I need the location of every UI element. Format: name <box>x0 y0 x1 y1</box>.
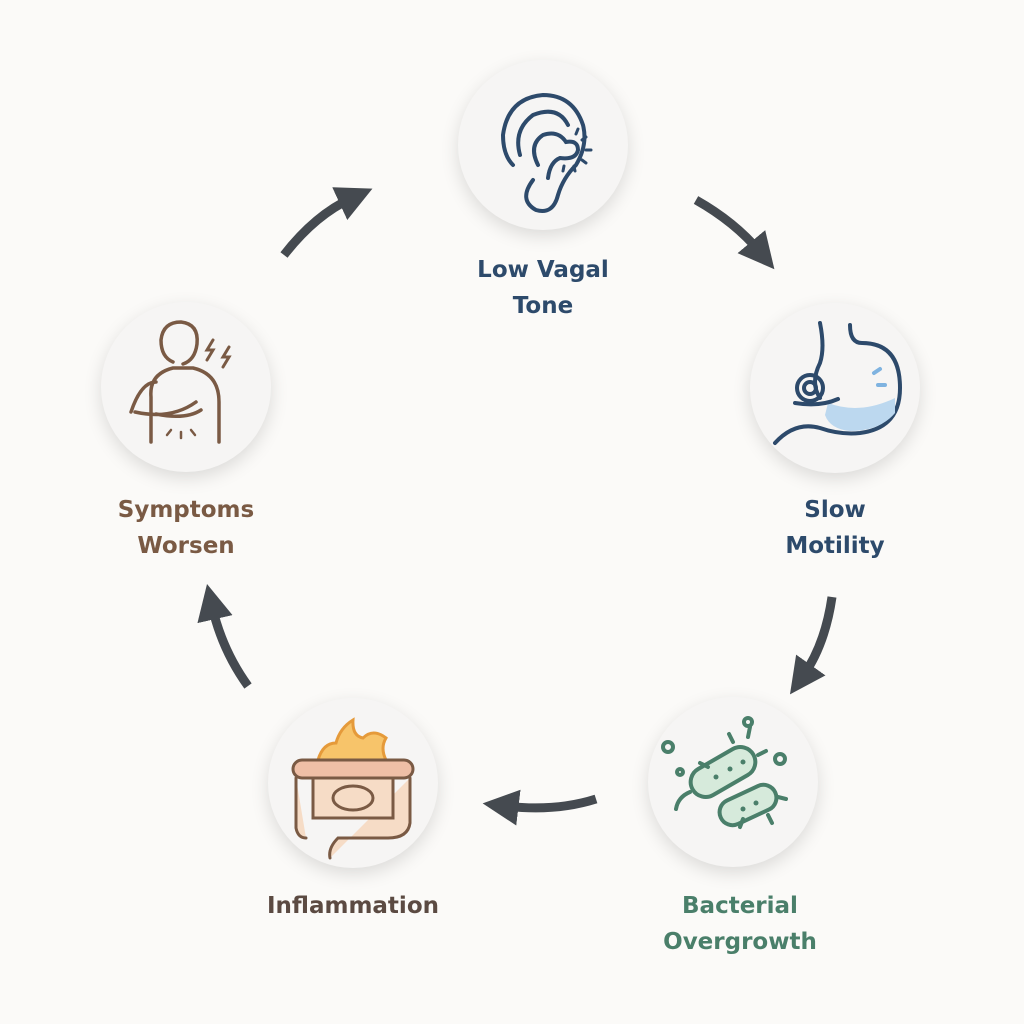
arrow-motility-to-bacteria <box>789 596 837 695</box>
label-line: Slow <box>804 497 866 523</box>
label-bacterial-overgrowth: Bacterial Overgrowth <box>610 888 870 960</box>
label-slow-motility: Slow Motility <box>705 492 965 564</box>
arrow-bacteria-to-inflammation <box>482 789 598 826</box>
label-line: Worsen <box>137 533 235 559</box>
arrow-inflammation-to-symptoms <box>197 584 252 689</box>
person-pain-icon <box>129 320 232 444</box>
label-line: Inflammation <box>266 893 439 919</box>
label-line: Symptoms <box>117 497 255 523</box>
node-symptoms-worsen <box>101 302 271 472</box>
label-line: Tone <box>512 293 574 319</box>
bacteria-icon <box>661 716 788 829</box>
label-line: Overgrowth <box>663 929 817 955</box>
node-low-vagal-tone <box>458 60 628 230</box>
label-symptoms-worsen: Symptoms Worsen <box>56 492 316 564</box>
ear-icon <box>500 92 593 213</box>
inflamed-intestine-icon <box>291 717 415 860</box>
label-line: Low Vagal <box>477 257 609 283</box>
label-line: Bacterial <box>682 893 798 919</box>
node-slow-motility <box>750 303 920 473</box>
node-bacterial-overgrowth <box>648 697 818 867</box>
stomach-snail-icon <box>773 321 903 445</box>
node-inflammation <box>268 698 438 868</box>
arrow-symptoms-to-vagal <box>280 187 373 258</box>
label-inflammation: Inflammation <box>223 888 483 924</box>
label-line: Motility <box>785 533 885 559</box>
arrow-vagal-to-motility <box>693 196 775 270</box>
label-low-vagal-tone: Low Vagal Tone <box>413 252 673 324</box>
